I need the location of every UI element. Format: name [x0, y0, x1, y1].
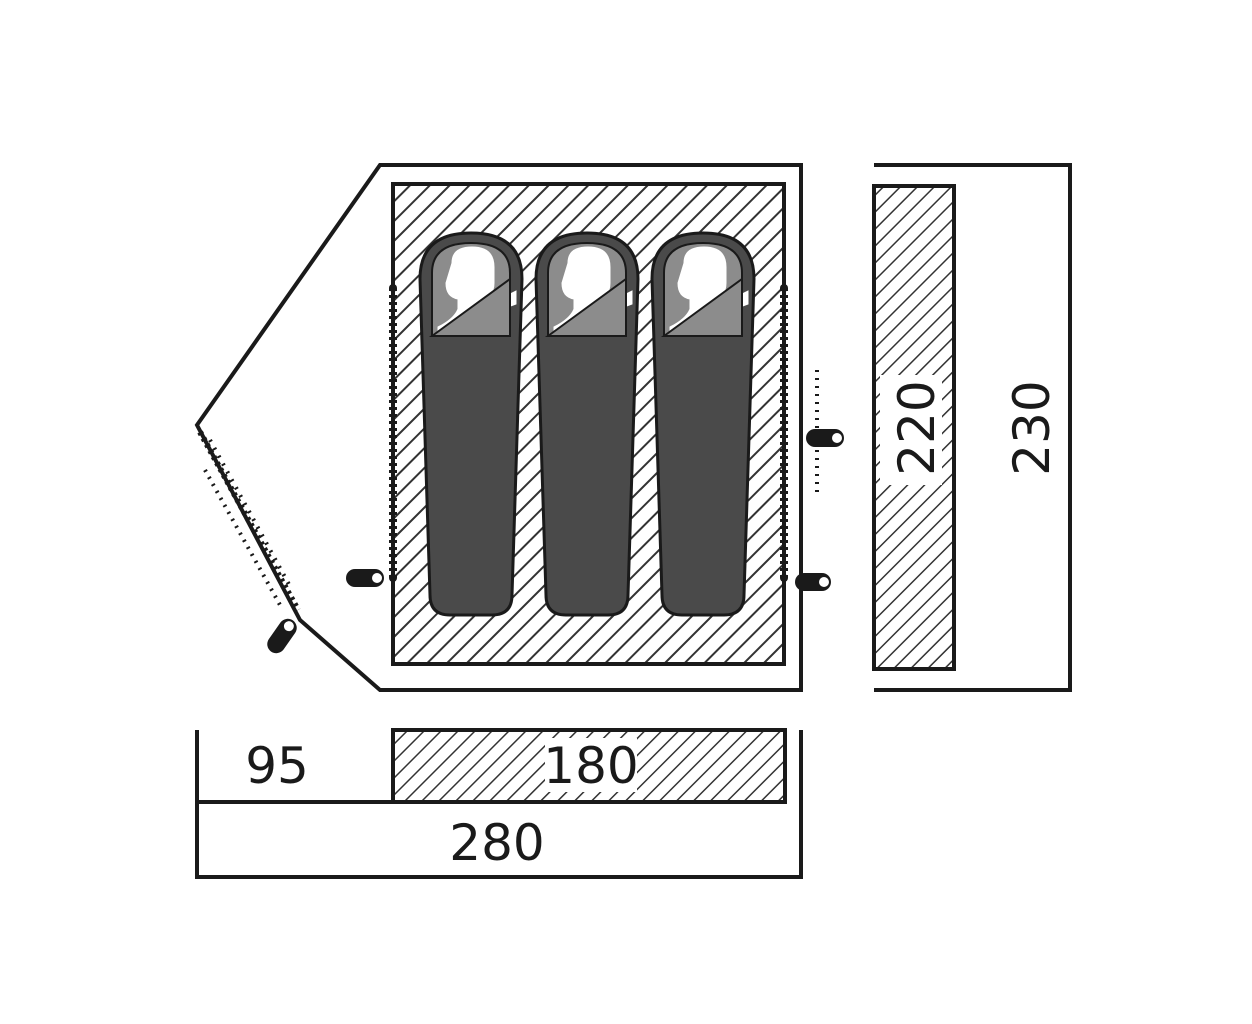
total-length-label: 280 — [449, 814, 544, 872]
sleeping-bag-icon — [650, 231, 756, 617]
inner-width-label: 220 — [888, 380, 946, 475]
inner-length-label-bg — [545, 738, 637, 792]
total-length-bracket — [195, 730, 803, 879]
inner-width-label-bg — [880, 375, 942, 485]
guy-peg-icon — [806, 429, 844, 447]
sleeping-bag-icon — [418, 231, 524, 617]
vestibule-depth-label: 95 — [245, 737, 309, 795]
guy-peg-icon — [267, 618, 297, 654]
sleeping-bag-icon — [534, 231, 640, 617]
tent-outline — [194, 163, 803, 692]
inner-length-label: 180 — [543, 737, 638, 795]
guy-peg-icon — [795, 573, 831, 591]
inner-door-zipper-right — [780, 284, 788, 582]
vestibule-door-zipper — [197, 430, 301, 612]
inner-door-zipper-left — [389, 284, 397, 582]
guy-peg-icon — [346, 569, 384, 587]
total-width-label: 230 — [1003, 380, 1061, 475]
sleeping-bags-group — [418, 231, 756, 617]
total-width-bracket — [874, 163, 1072, 692]
